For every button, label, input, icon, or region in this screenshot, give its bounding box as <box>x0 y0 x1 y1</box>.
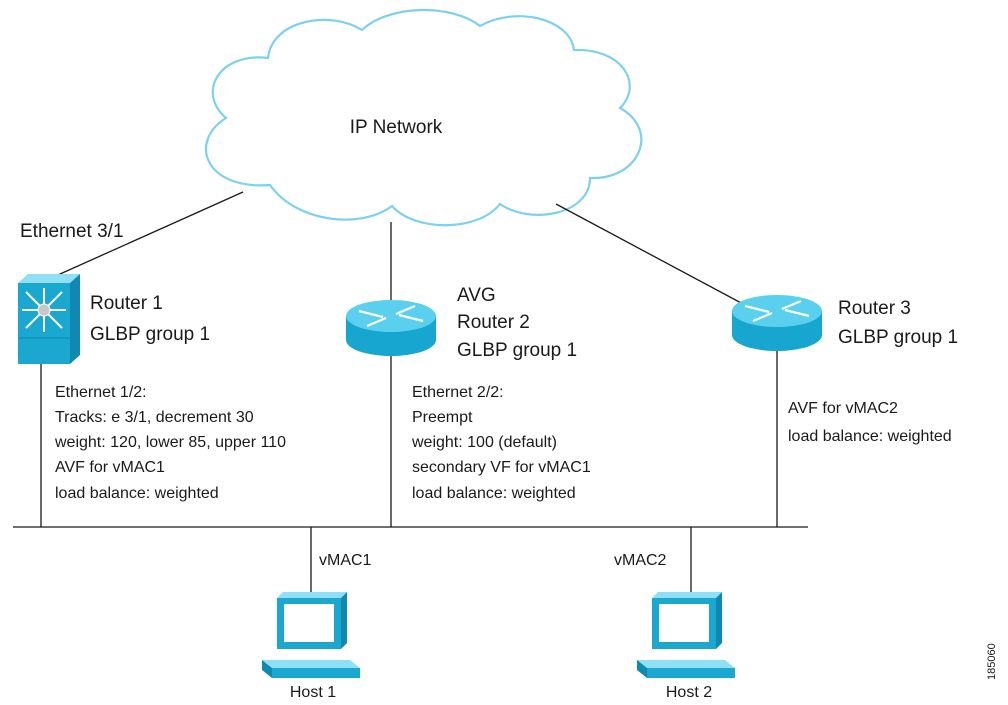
router3-details: AVF for vMAC2 load balance: weighted <box>788 400 952 445</box>
host2-vmac-label: vMAC2 <box>614 552 667 569</box>
router1-switch-icon <box>18 274 80 364</box>
router3-group: GLBP group 1 <box>838 327 958 348</box>
link-router3-cloud <box>555 203 759 313</box>
router3-detail: AVF for vMAC2 <box>788 400 898 417</box>
router1-details: Ethernet 1/2: Tracks: e 3/1, decrement 3… <box>54 384 286 502</box>
router2-detail: load balance: weighted <box>412 485 576 502</box>
router2-detail: Ethernet 2/2: <box>412 384 504 401</box>
router3-name: Router 3 <box>838 298 911 319</box>
router2-name: Router 2 <box>457 312 530 333</box>
router2-details: Ethernet 2/2: Preempt weight: 100 (defau… <box>411 384 591 502</box>
ip-network-cloud: IP Network <box>205 8 643 227</box>
host1-name: Host 1 <box>290 684 336 701</box>
cloud-label: IP Network <box>350 117 443 138</box>
router1-detail: AVF for vMAC1 <box>55 459 165 476</box>
router1-group: GLBP group 1 <box>90 324 210 345</box>
host1-vmac-label: vMAC1 <box>319 552 372 569</box>
router3-icon <box>732 295 822 351</box>
router2-detail: Preempt <box>412 409 473 426</box>
link-router1-cloud <box>39 191 244 284</box>
router1-detail: Ethernet 1/2: <box>55 384 147 401</box>
host2-name: Host 2 <box>666 684 712 701</box>
router1-detail: load balance: weighted <box>55 485 219 502</box>
host1-computer-icon <box>262 592 360 678</box>
router1-detail: weight: 120, lower 85, upper 110 <box>54 434 286 451</box>
router2-group: GLBP group 1 <box>457 340 577 361</box>
router2-detail: secondary VF for vMAC1 <box>412 459 591 476</box>
uplink-label: Ethernet 3/1 <box>20 221 124 242</box>
router1-detail: Tracks: e 3/1, decrement 30 <box>55 409 254 426</box>
figure-id: 185060 <box>986 643 998 680</box>
router3-detail: load balance: weighted <box>788 428 952 445</box>
router2-icon <box>346 300 436 356</box>
router1-name: Router 1 <box>90 293 163 314</box>
router2-detail: weight: 100 (default) <box>411 434 557 451</box>
host2-computer-icon <box>637 592 735 678</box>
router2-role: AVG <box>457 285 496 306</box>
